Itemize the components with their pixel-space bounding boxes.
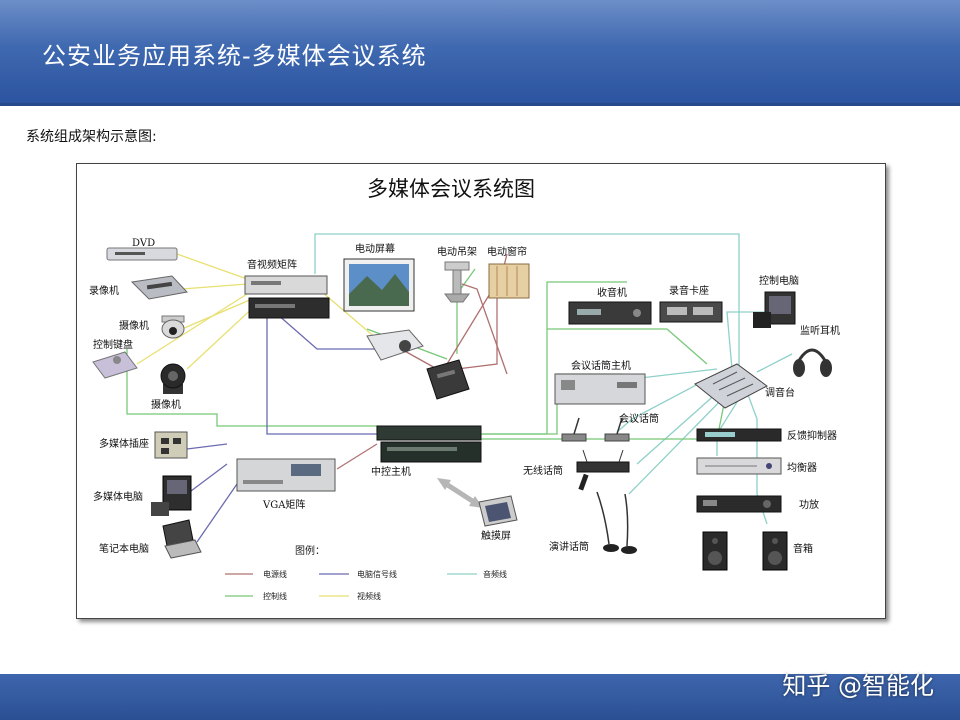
audio-line	[314, 233, 740, 369]
section-subtitle: 系统组成架构示意图:	[26, 129, 157, 145]
bidirectional-arrow-icon	[437, 478, 483, 508]
speaker-label: 音箱	[793, 542, 813, 555]
motor-screen-label: 电动屏幕	[355, 242, 395, 255]
dvd-label: DVD	[132, 238, 155, 249]
control-pc-label: 控制电脑	[759, 274, 799, 287]
recorder-label: 录像机	[89, 284, 119, 297]
tape-deck-device	[659, 301, 723, 323]
equalizer-label: 均衡器	[787, 462, 817, 474]
recorder-device	[130, 275, 188, 300]
radio-label: 收音机	[597, 286, 627, 299]
power-line	[456, 284, 498, 370]
relay-box-device	[426, 359, 470, 400]
amplifier-label: 功放	[799, 498, 819, 511]
mixer-label: 调音台	[765, 386, 795, 399]
feedback-suppressor-device	[696, 428, 782, 442]
video-line	[181, 298, 253, 330]
video-line	[176, 253, 248, 280]
header-bar: 公安业务应用系统-多媒体会议系统	[0, 0, 960, 106]
conf-mic-device	[561, 417, 630, 442]
pc-signal-line	[266, 314, 377, 435]
equalizer-device	[696, 457, 782, 475]
mm-socket-label: 多媒体插座	[99, 437, 149, 450]
central-control-label: 中控主机	[371, 465, 411, 478]
av-matrix-label: 音视频矩阵	[247, 258, 297, 271]
video-line	[136, 293, 248, 365]
av-matrix-device	[244, 275, 330, 319]
footer-bar	[0, 674, 960, 720]
laptop-device	[162, 519, 202, 559]
motor-curtain-label: 电动窗帘	[487, 245, 527, 258]
control-line	[547, 328, 708, 365]
legend-item-power: 电源线	[225, 569, 287, 579]
laptop-label: 笔记本电脑	[99, 542, 149, 555]
legend-item-audio: 音频线	[447, 569, 507, 579]
legend-label-pc-signal: 电脑信号线	[357, 569, 397, 579]
legend-title: 图例：	[295, 544, 325, 557]
mm-pc-label: 多媒体电脑	[93, 490, 143, 503]
system-diagram: 多媒体会议系统图 DVD 录像机 摄像机 控制键盘	[76, 163, 886, 619]
mm-socket-device	[154, 431, 188, 459]
video-line	[181, 283, 248, 290]
diagram-canvas: 多媒体会议系统图 DVD 录像机 摄像机 控制键盘	[89, 177, 840, 601]
touch-screen-device	[478, 495, 518, 527]
pc-signal-line	[196, 483, 238, 543]
legend-item-video: 视频线	[319, 591, 381, 601]
pc-signal-line	[186, 463, 228, 495]
vga-matrix-label: VGA矩阵	[262, 498, 305, 511]
camera2-device	[160, 363, 186, 394]
control-keyboard-device	[92, 351, 138, 379]
pc-signal-line	[276, 313, 377, 350]
feedback-suppressor-label: 反馈抑制器	[787, 429, 837, 442]
legend-label-control: 控制线	[263, 591, 287, 601]
camera2-label: 摄像机	[151, 398, 181, 411]
motor-screen-device	[343, 258, 415, 312]
wireless-mic-label: 无线话筒	[523, 464, 563, 477]
watermark: 知乎 @智能化	[782, 672, 934, 700]
legend-label-power: 电源线	[263, 569, 287, 579]
video-line	[321, 291, 378, 340]
lectern-mic-label: 演讲话筒	[549, 540, 589, 553]
central-control-device	[376, 425, 482, 463]
headphone-label: 监听耳机	[800, 324, 840, 337]
speaker-device	[702, 531, 788, 571]
motor-curtain-device	[488, 263, 530, 299]
page-title: 公安业务应用系统-多媒体会议系统	[42, 42, 427, 70]
mixer-device	[694, 363, 768, 409]
audio-line	[628, 388, 733, 495]
headphone-device	[793, 348, 832, 377]
video-line	[186, 303, 258, 370]
power-line	[336, 443, 378, 470]
conf-mic-label: 会议话筒	[619, 412, 659, 425]
touch-screen-label: 触摸屏	[481, 529, 511, 542]
audio-line	[616, 373, 718, 433]
legend: 图例： 电源线 电脑信号线 音频线 控制线 视频线	[225, 544, 507, 601]
conf-mic-host-label: 会议话筒主机	[571, 359, 631, 372]
tape-deck-label: 录音卡座	[669, 284, 709, 297]
conf-mic-host-device	[554, 373, 646, 405]
motor-hanger-device	[444, 261, 470, 303]
amplifier-device	[696, 495, 782, 513]
mm-pc-device	[151, 475, 192, 516]
camera1-device	[161, 315, 185, 339]
motor-hanger-label: 电动吊架	[437, 245, 477, 258]
lectern-mic-device	[596, 491, 637, 554]
wireless-mic-device	[576, 449, 630, 491]
dvd-device	[106, 247, 178, 261]
vga-matrix-device	[236, 458, 336, 492]
control-pc-device	[753, 291, 796, 328]
control-keyboard-label: 控制键盘	[93, 338, 133, 351]
radio-device	[568, 301, 652, 325]
pc-signal-line	[186, 443, 228, 450]
diagram-title: 多媒体会议系统图	[367, 177, 535, 201]
legend-item-pc-signal: 电脑信号线	[319, 569, 397, 579]
audio-line	[756, 353, 793, 373]
camera1-label: 摄像机	[119, 319, 149, 332]
projector-device	[366, 329, 424, 361]
legend-item-control: 控制线	[225, 591, 287, 601]
legend-label-video: 视频线	[357, 591, 381, 601]
legend-label-audio: 音频线	[483, 569, 507, 579]
